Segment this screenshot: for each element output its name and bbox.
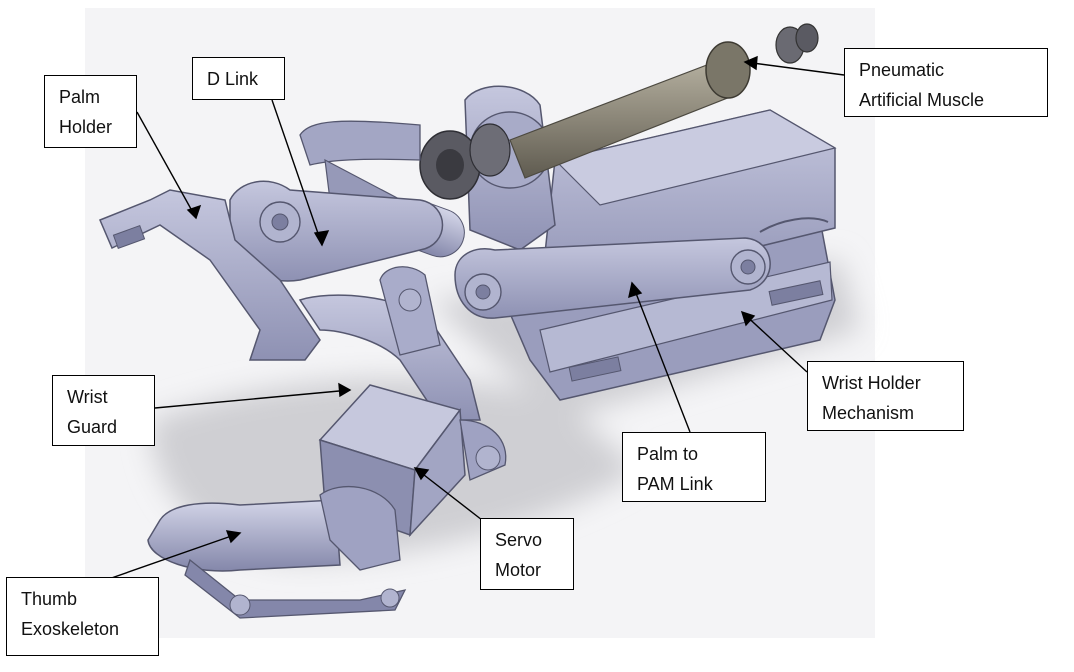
label-palm-to-pam-line2: PAM Link <box>637 474 713 494</box>
label-d-link: D Link <box>192 57 285 100</box>
label-servo-line1: Servo <box>495 530 543 550</box>
pneumatic-artificial-muscle <box>419 23 819 200</box>
palm-holder <box>99 189 321 361</box>
leader-palm-to-pam <box>631 282 691 433</box>
arrowhead-palm-holder <box>186 204 202 220</box>
label-pneumatic-artificial-muscle: Pneumatic Artificial Muscle <box>844 48 1048 117</box>
thumb-exoskeleton <box>147 485 407 619</box>
label-palm-holder-line2: Holder <box>59 117 113 137</box>
leader-d-link <box>271 99 323 246</box>
d-link <box>229 180 444 282</box>
label-servo-line2: Motor <box>495 560 542 580</box>
label-palm-to-pam-line1: Palm to <box>637 444 699 464</box>
arrowhead-wrist-guard <box>338 382 352 398</box>
label-palm-to-pam-link: Palm to PAM Link <box>622 432 766 502</box>
label-d-link-line1: D Link <box>207 69 259 89</box>
leader-pam <box>744 61 845 76</box>
arrowhead-palm-to-pam <box>628 281 643 299</box>
leader-servo <box>414 467 483 521</box>
arrowhead-wrist-holder <box>740 310 756 327</box>
label-palm-holder: Palm Holder <box>44 75 137 148</box>
label-pam-line1: Pneumatic <box>859 60 945 80</box>
palm-to-pam-link <box>454 237 771 319</box>
label-wrist-holder-line2: Mechanism <box>822 403 915 423</box>
label-wrist-guard-line1: Wrist <box>67 387 108 407</box>
arrowhead-thumb <box>225 530 242 544</box>
arrowhead-pam <box>743 55 758 71</box>
arrowhead-servo <box>413 467 430 481</box>
leader-palm-holder <box>136 111 197 219</box>
label-palm-holder-line1: Palm <box>59 87 101 107</box>
label-wrist-holder-line1: Wrist Holder <box>822 373 921 393</box>
wrist-guard <box>298 266 481 421</box>
arrowhead-d-link <box>313 230 330 247</box>
label-thumb-line2: Exoskeleton <box>21 619 120 639</box>
leader-wrist-holder <box>741 311 808 373</box>
label-wrist-holder-mechanism: Wrist Holder Mechanism <box>807 361 964 431</box>
leader-wrist-guard <box>154 389 351 409</box>
label-pam-line2: Artificial Muscle <box>859 90 985 110</box>
label-wrist-guard-line2: Guard <box>67 417 118 437</box>
leader-lines <box>99 55 845 583</box>
label-thumb-line1: Thumb <box>21 589 78 609</box>
label-thumb-exoskeleton: Thumb Exoskeleton <box>6 577 159 656</box>
label-servo-motor: Servo Motor <box>480 518 574 590</box>
leader-thumb <box>99 532 241 583</box>
label-wrist-guard: Wrist Guard <box>52 375 155 446</box>
